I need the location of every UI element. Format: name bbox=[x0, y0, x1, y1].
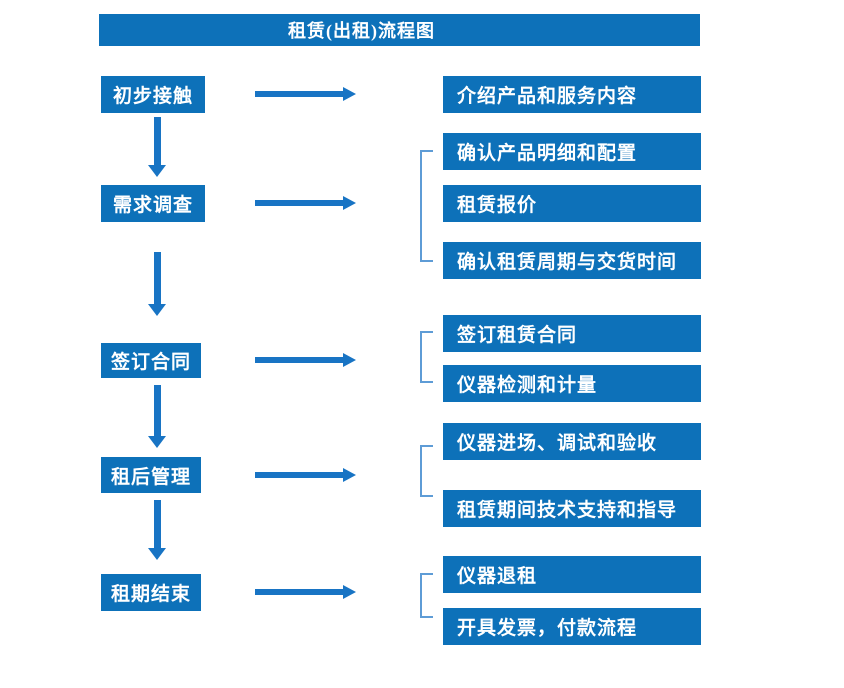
output-box-confirm-rental-period: 确认租赁周期与交货时间 bbox=[443, 242, 701, 279]
arrow-shaft bbox=[255, 91, 343, 97]
arrow-head bbox=[343, 87, 356, 101]
output-box-confirm-product-details: 确认产品明细和配置 bbox=[443, 133, 701, 170]
arrow-right-icon bbox=[255, 353, 356, 367]
arrow-head bbox=[343, 585, 356, 599]
arrow-right-icon bbox=[255, 468, 356, 482]
output-box-instrument-return: 仪器退租 bbox=[443, 556, 701, 593]
arrow-right-icon bbox=[255, 196, 356, 210]
output-box-introduce-products: 介绍产品和服务内容 bbox=[443, 76, 701, 113]
arrow-head bbox=[343, 196, 356, 210]
step-box-post-rental-management: 租后管理 bbox=[101, 457, 201, 493]
group-bracket-icon bbox=[420, 331, 433, 383]
arrow-shaft bbox=[255, 472, 343, 478]
output-box-technical-support: 租赁期间技术支持和指导 bbox=[443, 490, 701, 527]
arrow-down-icon bbox=[148, 385, 166, 448]
arrow-shaft bbox=[153, 117, 161, 165]
arrow-shaft bbox=[255, 357, 343, 363]
arrow-right-icon bbox=[255, 87, 356, 101]
group-bracket-icon bbox=[420, 150, 433, 262]
output-box-instrument-inspection: 仪器检测和计量 bbox=[443, 365, 701, 402]
arrow-shaft bbox=[153, 385, 161, 436]
output-box-invoice-payment: 开具发票，付款流程 bbox=[443, 608, 701, 645]
arrow-shaft bbox=[153, 252, 161, 304]
page-title: 租赁(出租)流程图 bbox=[288, 21, 435, 41]
step-box-rental-end: 租期结束 bbox=[101, 574, 201, 611]
title-bar: 租赁(出租)流程图 bbox=[99, 14, 700, 46]
group-bracket-icon bbox=[420, 573, 433, 618]
arrow-down-icon bbox=[148, 500, 166, 560]
arrow-shaft bbox=[153, 500, 161, 548]
arrow-shaft bbox=[255, 200, 343, 206]
arrow-head bbox=[343, 353, 356, 367]
step-box-initial-contact: 初步接触 bbox=[101, 76, 205, 113]
step-box-sign-contract: 签订合同 bbox=[101, 343, 201, 378]
group-bracket-icon bbox=[420, 445, 433, 497]
arrow-head bbox=[148, 548, 166, 560]
arrow-down-icon bbox=[148, 117, 166, 177]
output-box-rental-quote: 租赁报价 bbox=[443, 185, 701, 222]
output-box-instrument-arrival: 仪器进场、调试和验收 bbox=[443, 423, 701, 460]
step-box-demand-survey: 需求调查 bbox=[101, 185, 205, 222]
arrow-right-icon bbox=[255, 585, 356, 599]
arrow-head bbox=[148, 304, 166, 316]
arrow-shaft bbox=[255, 589, 343, 595]
arrow-down-icon bbox=[148, 252, 166, 316]
arrow-head bbox=[343, 468, 356, 482]
output-box-sign-rental-contract: 签订租赁合同 bbox=[443, 315, 701, 352]
arrow-head bbox=[148, 165, 166, 177]
arrow-head bbox=[148, 436, 166, 448]
